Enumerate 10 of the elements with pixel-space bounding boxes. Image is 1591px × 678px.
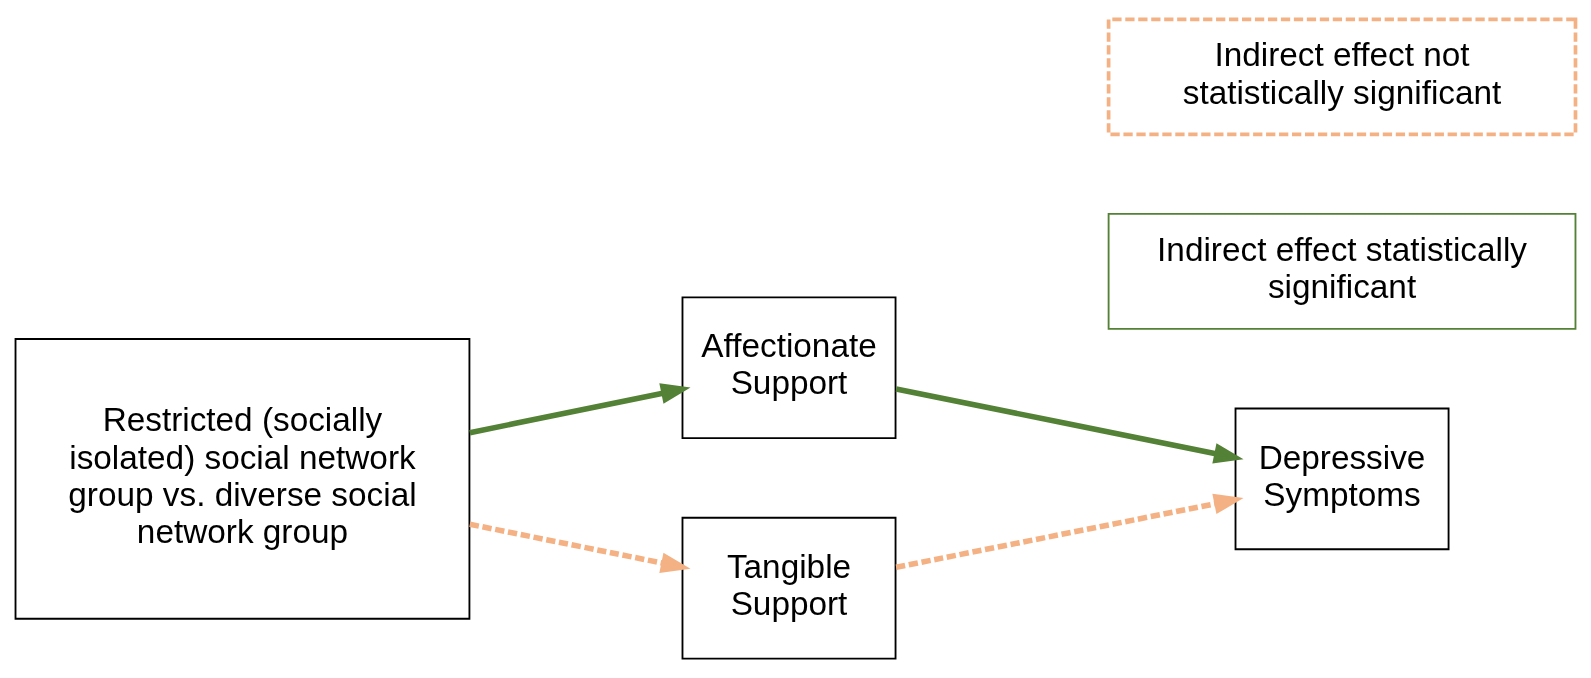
node-box: Tangible Support bbox=[681, 516, 897, 660]
node-box: Affectionate Support bbox=[681, 296, 897, 440]
arrow bbox=[895, 386, 1244, 464]
node-box: Depressive Symptoms bbox=[1234, 407, 1450, 551]
node-box: Indirect effect statistically significant bbox=[1107, 213, 1577, 330]
arrow bbox=[469, 383, 691, 436]
node-box: Restricted (socially isolated) social network group vs. diverse social network group bbox=[14, 338, 471, 620]
node-box: Indirect effect not statistically significant bbox=[1106, 17, 1578, 137]
arrow bbox=[895, 493, 1244, 570]
arrow bbox=[469, 521, 691, 574]
